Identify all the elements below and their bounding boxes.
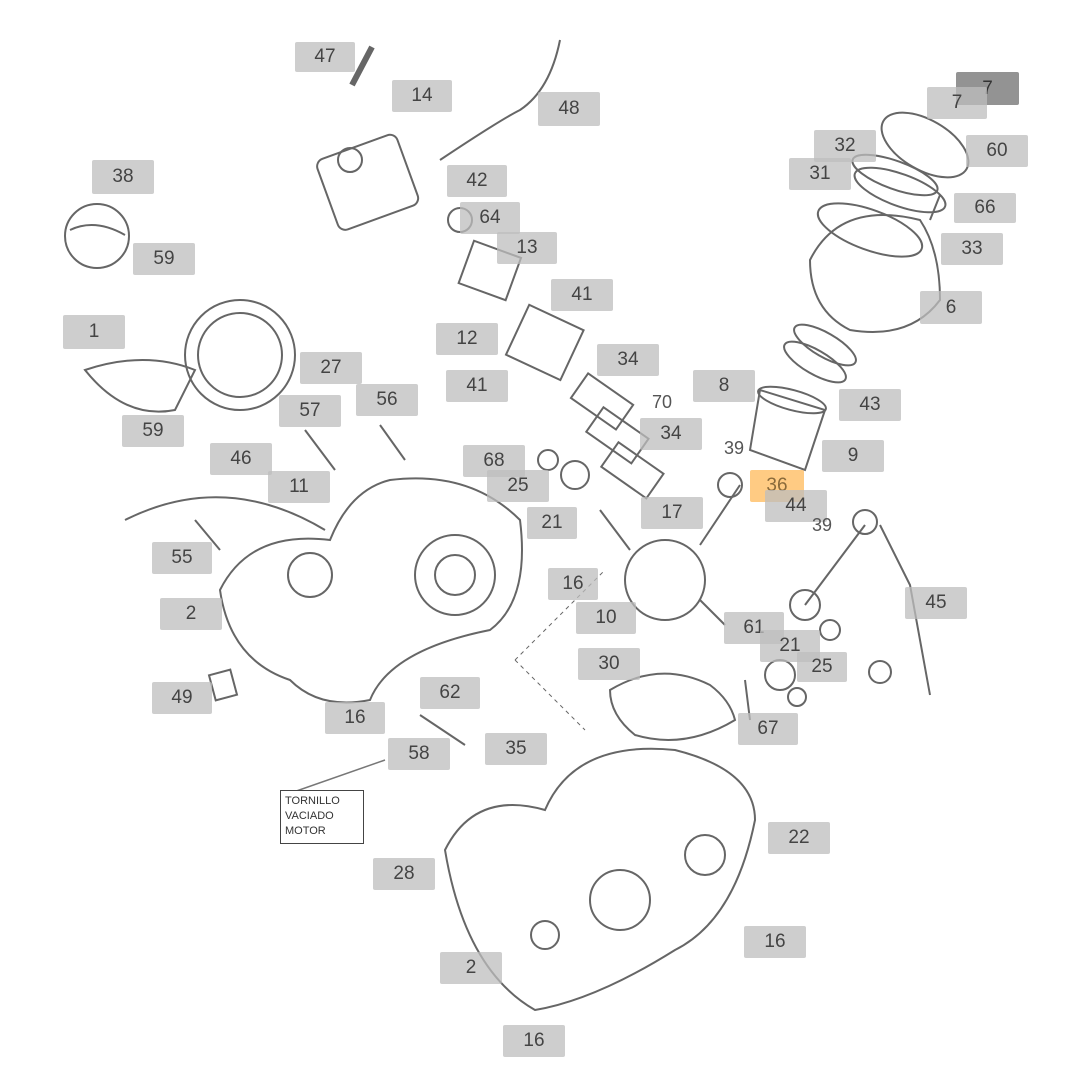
part-label-45[interactable]: 45	[905, 587, 967, 619]
hose-48	[439, 39, 561, 161]
piston-8	[748, 385, 827, 472]
part-label-1[interactable]: 1	[63, 315, 125, 349]
part-label-47[interactable]: 47	[295, 42, 355, 72]
part-label-49[interactable]: 49	[152, 682, 212, 714]
bolts	[194, 194, 941, 796]
part-label-28[interactable]: 28	[373, 858, 435, 890]
part-label-44[interactable]: 44	[765, 490, 827, 522]
part-label-13[interactable]: 13	[497, 232, 557, 264]
part-label-41[interactable]: 41	[446, 370, 508, 402]
gaskets-34	[569, 371, 665, 500]
note-line-3: MOTOR	[285, 825, 326, 837]
note-line-2: VACIADO	[285, 810, 334, 822]
gasket-30	[608, 672, 737, 741]
cap-49	[207, 668, 239, 702]
part-label-48[interactable]: 48	[538, 92, 600, 126]
sphere-part-38	[64, 203, 130, 269]
part-label-25[interactable]: 25	[797, 652, 847, 682]
part-label-55[interactable]: 55	[152, 542, 212, 574]
part-label-17[interactable]: 17	[641, 497, 703, 529]
part-label-60[interactable]: 60	[966, 135, 1028, 167]
part-label-39[interactable]: 39	[812, 515, 833, 535]
ignition-cover-27	[83, 299, 296, 413]
part-label-10[interactable]: 10	[576, 602, 636, 634]
part-label-46[interactable]: 46	[210, 443, 272, 475]
reed-valve-12	[504, 303, 585, 382]
part-label-25[interactable]: 25	[487, 470, 549, 502]
part-label-32[interactable]: 32	[814, 130, 876, 162]
part-label-58[interactable]: 58	[388, 738, 450, 770]
part-label-9[interactable]: 9	[822, 440, 884, 472]
part-label-16[interactable]: 16	[548, 568, 598, 600]
crankcase-right-28	[443, 747, 757, 1012]
part-label-2[interactable]: 2	[440, 952, 502, 984]
part-label-11[interactable]: 11	[268, 471, 330, 503]
part-label-21[interactable]: 21	[527, 507, 577, 539]
spring-47	[349, 45, 375, 87]
part-label-68[interactable]: 68	[463, 445, 525, 477]
part-label-7[interactable]: 7	[927, 87, 987, 119]
carburetor-14	[316, 133, 420, 231]
part-label-59[interactable]: 59	[133, 243, 195, 275]
tornillo-note-box: TORNILLO VACIADO MOTOR	[280, 790, 364, 844]
crankshaft-10	[599, 472, 743, 626]
part-label-70[interactable]: 70	[652, 392, 673, 412]
part-label-31[interactable]: 31	[789, 158, 851, 190]
part-label-34[interactable]: 34	[640, 418, 702, 450]
part-label-2[interactable]: 2	[160, 598, 222, 630]
connecting-rod-45	[789, 509, 931, 696]
part-label-43[interactable]: 43	[839, 389, 901, 421]
crankcase-left-2	[218, 477, 523, 704]
part-label-6[interactable]: 6	[920, 291, 982, 324]
part-label-41[interactable]: 41	[551, 279, 613, 311]
part-label-66[interactable]: 66	[954, 193, 1016, 223]
part-label-16[interactable]: 16	[503, 1025, 565, 1057]
part-label-30[interactable]: 30	[578, 648, 640, 680]
part-label-16[interactable]: 16	[325, 702, 385, 734]
part-label-38[interactable]: 38	[92, 160, 154, 194]
part-label-64[interactable]: 64	[460, 202, 520, 234]
part-label-42[interactable]: 42	[447, 165, 507, 197]
part-label-67[interactable]: 67	[738, 713, 798, 745]
part-label-14[interactable]: 14	[392, 80, 452, 112]
cable-46	[124, 496, 326, 531]
part-label-22[interactable]: 22	[768, 822, 830, 854]
piston-rings-43	[783, 323, 857, 384]
part-label-57[interactable]: 57	[279, 395, 341, 427]
part-label-34[interactable]: 34	[597, 344, 659, 376]
part-label-27[interactable]: 27	[300, 352, 362, 384]
part-label-62[interactable]: 62	[420, 677, 480, 709]
part-label-35[interactable]: 35	[485, 733, 547, 765]
note-line-1: TORNILLO	[285, 795, 340, 807]
part-label-56[interactable]: 56	[356, 384, 418, 416]
part-label-8[interactable]: 8	[693, 370, 755, 402]
part-label-16[interactable]: 16	[744, 926, 806, 958]
bearings-21-25	[537, 449, 892, 707]
part-label-59[interactable]: 59	[122, 415, 184, 447]
part-label-39[interactable]: 39	[724, 438, 745, 458]
part-label-12[interactable]: 12	[436, 323, 498, 355]
part-label-33[interactable]: 33	[941, 233, 1003, 265]
